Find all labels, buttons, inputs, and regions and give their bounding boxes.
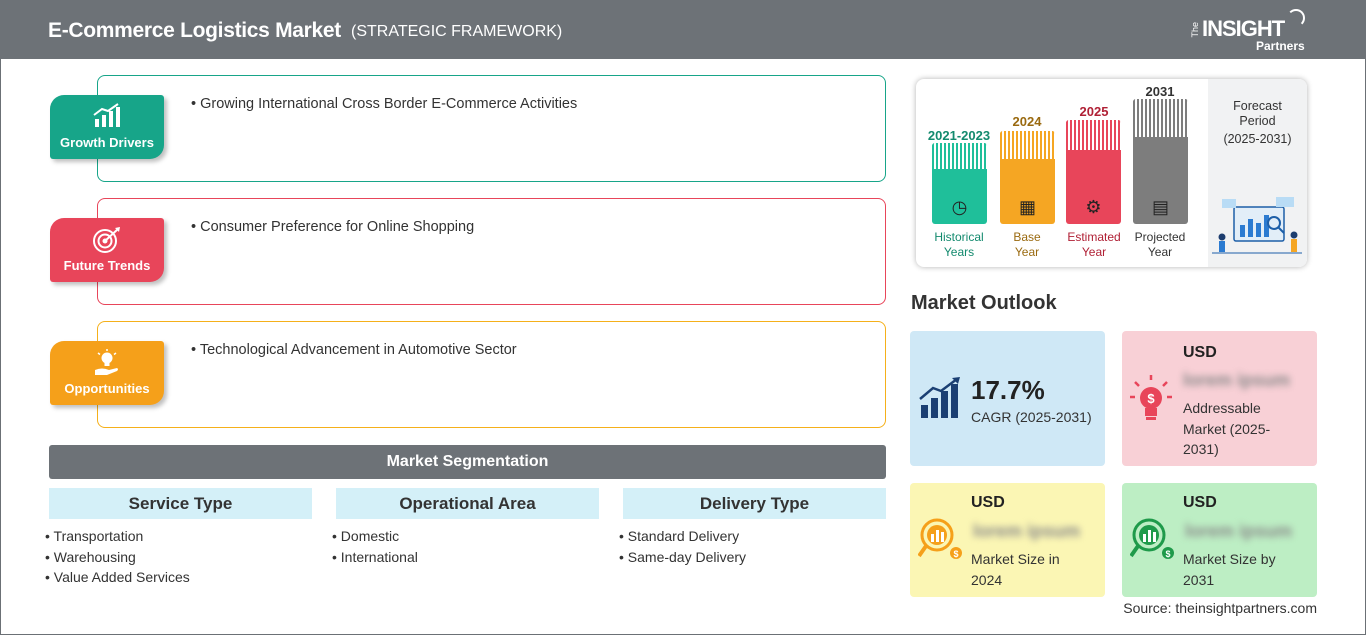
- timeline-label-base: Base Year: [987, 230, 1067, 260]
- addressable-value: lorem ipsum: [1183, 370, 1291, 390]
- market-size-2024-box: $ USD lorem ipsum Market Size in 2024: [910, 483, 1105, 597]
- future-trends-bullet: • Consumer Preference for Online Shoppin…: [191, 219, 475, 235]
- timeline-bar-estimated: ⚙: [1066, 120, 1121, 224]
- lightbulb-hand-icon: [95, 349, 118, 375]
- money-lightbulb-icon: $: [1130, 375, 1172, 420]
- segment-heading-operational-area: Operational Area: [336, 488, 599, 519]
- source-credit: Source: theinsightpartners.com: [1123, 600, 1317, 616]
- future-trends-card: • Consumer Preference for Online Shoppin…: [97, 198, 886, 305]
- growth-drivers-bullet: • Growing International Cross Border E-C…: [191, 96, 578, 112]
- bar-stripes: [1133, 99, 1188, 137]
- timeline-year-historical: 2021-2023: [927, 128, 991, 143]
- list-item: • Value Added Services: [45, 569, 190, 585]
- analytics-people-icon: [1212, 197, 1302, 254]
- growth-drivers-tag: Growth Drivers: [50, 95, 164, 159]
- addressable-label: Addressable Market (2025-2031): [1183, 400, 1271, 457]
- target-icon: [93, 227, 120, 253]
- timeline-label-estimated: Estimated Year: [1054, 230, 1134, 260]
- timeline-label-historical: Historical Years: [919, 230, 999, 260]
- page-title: E-Commerce Logistics Market: [48, 19, 341, 42]
- market-outlook-title: Market Outlook: [911, 292, 1057, 314]
- size2031-label: Market Size by 2031: [1183, 551, 1276, 588]
- cagr-value: 17.7%: [971, 375, 1045, 405]
- timeline-bar-projected: ▤: [1133, 99, 1188, 224]
- cagr-box: 17.7% CAGR (2025-2031): [910, 331, 1105, 466]
- addressable-market-box: $ USD lorem ipsum Addressable Market (20…: [1122, 331, 1317, 466]
- list-item: • Transportation: [45, 528, 144, 544]
- timeline-bar-base: ▦: [1000, 131, 1055, 224]
- growth-chart-icon: [93, 103, 120, 127]
- timeline-label-projected: Projected Year: [1120, 230, 1200, 260]
- forecast-period: (2025-2031): [1223, 132, 1292, 146]
- opportunities-tag: Opportunities: [50, 341, 164, 405]
- logo-insight: INSIGHT: [1202, 16, 1285, 41]
- magnifier-chart-icon: $: [918, 518, 962, 559]
- logo-partners: Partners: [1256, 39, 1305, 53]
- segmentation-header: Market Segmentation: [49, 445, 886, 479]
- timeline-panel: 2021-2023 ◷ Historical Years 2024 ▦ Base…: [916, 79, 1307, 267]
- size2024-usd: USD: [971, 494, 1005, 511]
- list-item: • Domestic: [332, 528, 400, 544]
- bar-stripes: [1066, 120, 1121, 150]
- segment-list-operational-area: • Domestic • International: [332, 526, 418, 567]
- segment-list-delivery-type: • Standard Delivery • Same-day Delivery: [619, 526, 746, 567]
- list-item: • Warehousing: [45, 548, 136, 565]
- opportunities-label: Opportunities: [64, 381, 150, 396]
- opportunities-bullet: • Technological Advancement in Automotiv…: [191, 342, 517, 358]
- bar-stripes: [1000, 131, 1055, 159]
- presentation-board-icon: ▤: [1151, 197, 1169, 217]
- size2024-value: lorem ipsum: [973, 521, 1081, 541]
- segment-heading-service-type: Service Type: [49, 488, 312, 519]
- segment-list-service-type: • Transportation • Warehousing • Value A…: [45, 526, 190, 588]
- growth-drivers-label: Growth Drivers: [60, 135, 154, 150]
- svg-text:$: $: [1165, 549, 1170, 559]
- size2031-usd: USD: [1183, 494, 1217, 511]
- calendar-icon: ▦: [1018, 197, 1036, 217]
- list-item: • Standard Delivery: [619, 528, 740, 544]
- timeline-label-line1: Projected: [1134, 230, 1186, 244]
- segment-heading-delivery-type: Delivery Type: [623, 488, 886, 519]
- bar-stripes: [932, 143, 987, 169]
- page-subtitle: (STRATEGIC FRAMEWORK): [351, 23, 563, 40]
- timeline-bar-historical: ◷: [932, 143, 987, 224]
- forecast-label: Forecast Period: [1233, 99, 1282, 128]
- timeline-label-line2: Year: [1147, 245, 1173, 259]
- svg-text:$: $: [953, 549, 958, 559]
- future-trends-tag: Future Trends: [50, 218, 164, 282]
- logo-arc-icon: [1287, 9, 1305, 27]
- size2031-value: lorem ipsum: [1185, 521, 1293, 541]
- growth-bars-icon: [919, 377, 960, 418]
- opportunities-card: • Technological Advancement in Automotiv…: [97, 321, 886, 428]
- insight-partners-logo[interactable]: The INSIGHT Partners: [1190, 9, 1310, 54]
- future-trends-label: Future Trends: [63, 258, 151, 273]
- cagr-label: CAGR (2025-2031): [971, 409, 1092, 425]
- list-item: • Same-day Delivery: [619, 548, 747, 565]
- list-item: • International: [332, 548, 418, 565]
- timeline-year-base: 2024: [1012, 114, 1042, 129]
- timeline-label-line2: Year: [1081, 245, 1107, 259]
- logo-the: The: [1190, 22, 1200, 38]
- magnifier-growth-icon: $: [1130, 518, 1174, 559]
- header-bar: E-Commerce Logistics Market (STRATEGIC F…: [0, 0, 1366, 59]
- timeline-label-line1: Base: [1013, 230, 1041, 244]
- timeline-label-line2: Year: [1014, 245, 1040, 259]
- timeline-year-estimated: 2025: [1079, 104, 1109, 119]
- market-size-2031-box: $ USD lorem ipsum Market Size by 2031: [1122, 483, 1317, 597]
- timeline-label-line1: Historical: [934, 230, 984, 244]
- addressable-usd: USD: [1183, 344, 1217, 361]
- timeline-label-line1: Estimated: [1067, 230, 1121, 244]
- forecast-period-box: Forecast Period (2025-2031): [1208, 79, 1307, 267]
- svg-text:$: $: [1147, 391, 1155, 406]
- gears-chart-icon: ⚙: [1085, 197, 1102, 217]
- size2024-label: Market Size in 2024: [971, 551, 1060, 588]
- history-clock-icon: ◷: [951, 197, 968, 217]
- growth-drivers-card: • Growing International Cross Border E-C…: [97, 75, 886, 182]
- timeline-year-projected: 2031: [1145, 84, 1175, 99]
- timeline-label-line2: Years: [943, 245, 975, 259]
